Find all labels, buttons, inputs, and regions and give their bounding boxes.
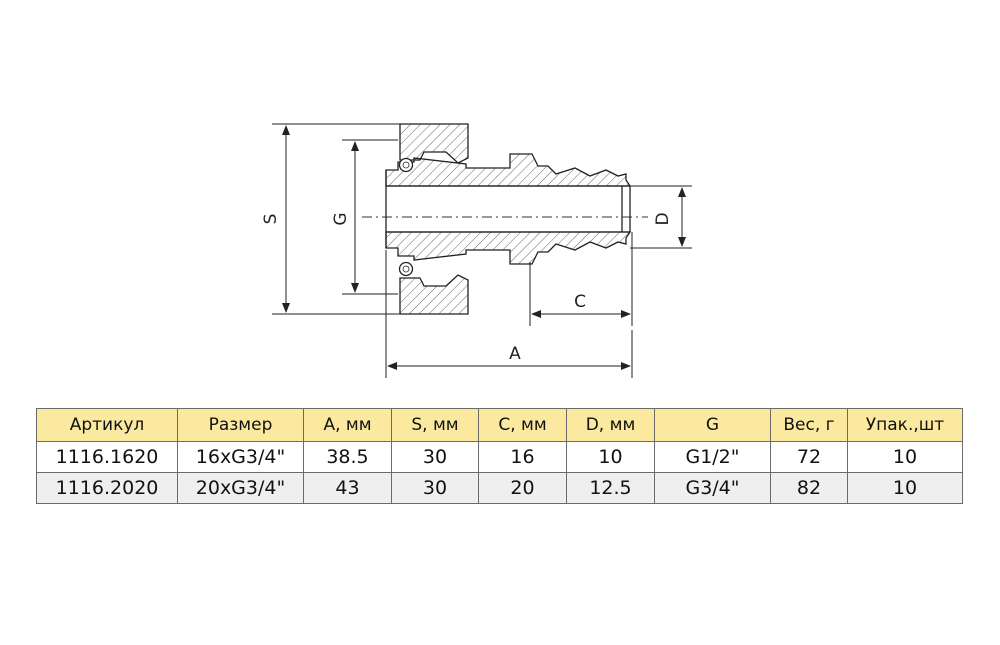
dimension-s-label: S (261, 214, 281, 225)
cell-c: 16 (478, 441, 567, 473)
dimension-c-label: C (574, 292, 586, 312)
dimension-a (385, 250, 633, 378)
header-weight: Вес, г (770, 408, 848, 442)
cell-weight: 82 (770, 472, 848, 504)
header-a: A, мм (303, 408, 392, 442)
dimension-a-label: A (509, 344, 521, 364)
cell-size: 20xG3/4" (177, 472, 304, 504)
header-d: D, мм (566, 408, 655, 442)
table-row: 1116.1620 16xG3/4" 38.5 30 16 10 G1/2" 7… (36, 441, 963, 473)
cell-d: 10 (566, 441, 655, 473)
dimension-s (272, 123, 400, 315)
dimension-g-label: G (331, 212, 351, 225)
cell-pack: 10 (847, 472, 963, 504)
fitting-technical-drawing: S G D C A (261, 123, 692, 378)
dimension-d-label: D (653, 212, 673, 225)
specification-table: Артикул Размер A, мм S, мм C, мм D, мм G… (36, 408, 963, 504)
cell-article: 1116.2020 (36, 472, 178, 504)
cell-article: 1116.1620 (36, 441, 178, 473)
table-row: 1116.2020 20xG3/4" 43 30 20 12.5 G3/4" 8… (36, 472, 963, 504)
table-header-row: Артикул Размер A, мм S, мм C, мм D, мм G… (36, 408, 963, 442)
dimension-d (630, 185, 692, 249)
cell-g: G1/2" (654, 441, 771, 473)
dimension-g (342, 139, 398, 295)
header-c: C, мм (478, 408, 567, 442)
cell-g: G3/4" (654, 472, 771, 504)
cell-s: 30 (391, 441, 479, 473)
header-g: G (654, 408, 771, 442)
cell-d: 12.5 (566, 472, 655, 504)
cell-weight: 72 (770, 441, 848, 473)
header-article: Артикул (36, 408, 178, 442)
o-ring-upper (398, 157, 414, 173)
cell-size: 16xG3/4" (177, 441, 304, 473)
cell-a: 43 (303, 472, 392, 504)
header-size: Размер (177, 408, 304, 442)
fitting-section-upper (385, 123, 632, 187)
dimension-c (529, 232, 633, 326)
o-ring-lower (398, 261, 414, 277)
cell-s: 30 (391, 472, 479, 504)
header-pack: Упак.,шт (847, 408, 963, 442)
cell-a: 38.5 (303, 441, 392, 473)
bore-outline (385, 170, 631, 248)
fitting-section-lower (385, 231, 632, 315)
cell-c: 20 (478, 472, 567, 504)
cell-pack: 10 (847, 441, 963, 473)
header-s: S, мм (391, 408, 479, 442)
